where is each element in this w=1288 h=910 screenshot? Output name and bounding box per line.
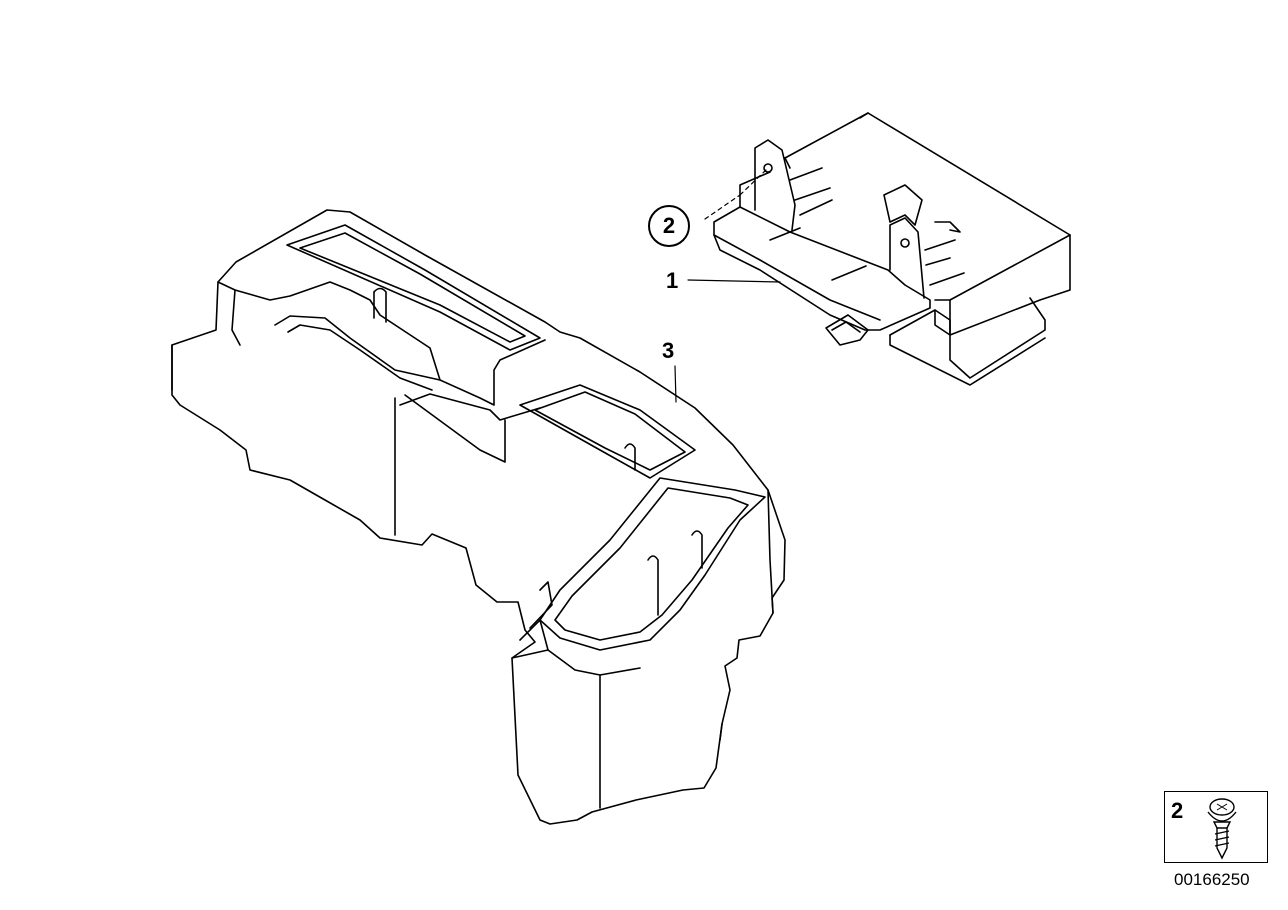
callout-part-3: 3 xyxy=(662,338,675,363)
screw-icon xyxy=(1207,798,1237,860)
callout-part-2-number: 2 xyxy=(662,213,676,238)
control-unit-part-1 xyxy=(713,112,1071,386)
legend-part-number: 2 xyxy=(1171,798,1184,823)
callout-part-2: 2 xyxy=(648,205,690,247)
callout-part-1: 1 xyxy=(666,268,679,293)
leader-lines xyxy=(674,167,781,403)
storage-tray-part-3 xyxy=(171,209,786,825)
legend-box: 2 xyxy=(1164,791,1268,863)
document-id: 00166250 xyxy=(1174,870,1250,889)
